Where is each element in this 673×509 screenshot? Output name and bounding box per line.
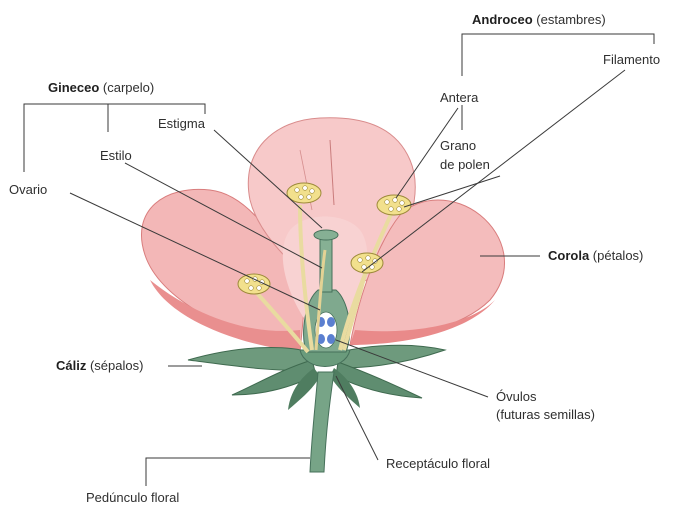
gineceo-label: Gineceo (carpelo)	[48, 80, 154, 95]
filamento-label: Filamento	[603, 52, 660, 67]
anther	[377, 195, 411, 215]
stem	[310, 372, 334, 472]
pedunculo-bracket	[146, 458, 310, 486]
androceo-title: Androceo	[472, 12, 533, 27]
caliz-title: Cáliz	[56, 358, 86, 373]
androceo-note: (estambres)	[536, 12, 605, 27]
corola-label: Corola (pétalos)	[548, 248, 643, 263]
estilo-label: Estilo	[100, 148, 132, 163]
grano-line1: Grano	[440, 136, 490, 155]
corola-note: (pétalos)	[593, 248, 644, 263]
androceo-label: Androceo (estambres)	[472, 12, 606, 27]
ovule	[327, 334, 335, 344]
caliz-label: Cáliz (sépalos)	[56, 358, 143, 373]
antera-label: Antera	[440, 90, 478, 105]
ovulos-line2: (futuras semillas)	[496, 406, 595, 424]
stigma	[314, 230, 338, 240]
pedunculo-label: Pedúnculo floral	[86, 490, 179, 505]
receptaculo-label: Receptáculo floral	[386, 456, 490, 471]
gineceo-note: (carpelo)	[103, 80, 154, 95]
estigma-label: Estigma	[158, 116, 205, 131]
ovulos-line1: Óvulos	[496, 388, 595, 406]
grano-line2: de polen	[440, 155, 490, 174]
ovule	[327, 317, 335, 327]
gineceo-title: Gineceo	[48, 80, 99, 95]
ovulos-label: Óvulos (futuras semillas)	[496, 388, 595, 424]
anther	[351, 253, 383, 273]
corola-title: Corola	[548, 248, 589, 263]
sepal-right	[340, 345, 445, 368]
ovario-label: Ovario	[9, 182, 47, 197]
grano-label: Grano de polen	[440, 136, 490, 174]
caliz-note: (sépalos)	[90, 358, 143, 373]
anther	[287, 183, 321, 203]
